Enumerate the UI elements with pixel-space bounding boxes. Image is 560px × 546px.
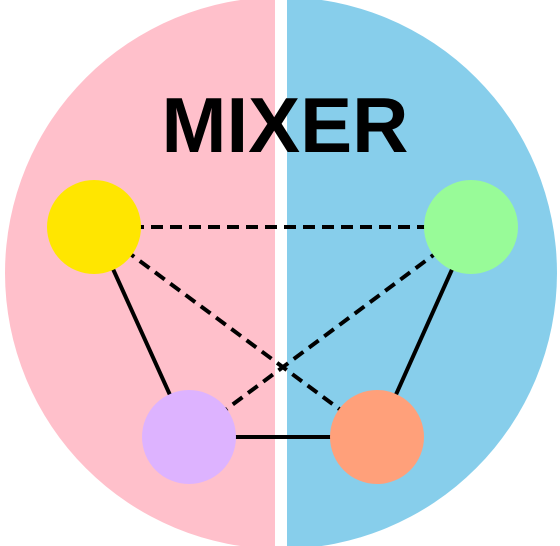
diagram-title: MIXER bbox=[161, 81, 408, 169]
edge-top-right-to-bottom-left bbox=[187, 225, 473, 439]
node-bottom-left bbox=[142, 390, 236, 484]
center-divider bbox=[275, 0, 287, 546]
node-bottom-right bbox=[330, 390, 424, 484]
nodes bbox=[47, 180, 518, 484]
node-top-left bbox=[47, 180, 141, 274]
node-top-right bbox=[424, 180, 518, 274]
edge-top-left-to-bottom-right bbox=[92, 225, 379, 439]
